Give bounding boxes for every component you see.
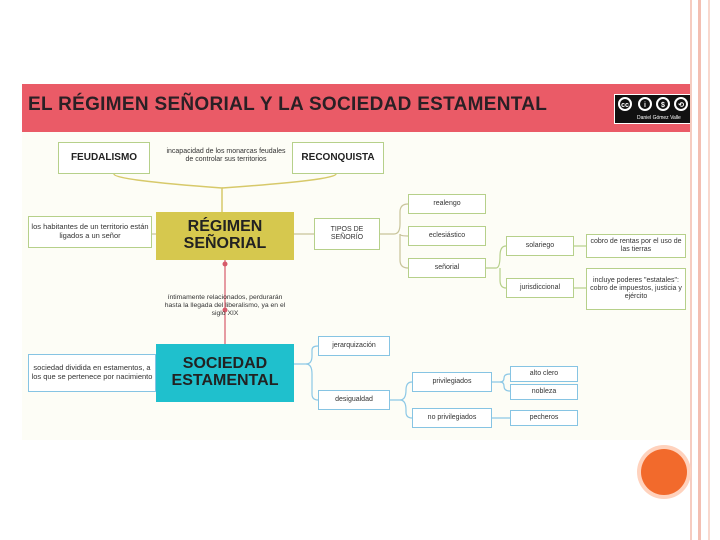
sharealike-icon: ⟲	[674, 97, 688, 111]
decor-edge-line	[698, 0, 701, 540]
attribution-icon: i	[638, 97, 652, 111]
privilegiados-box: privilegiados	[412, 372, 492, 392]
eclesiastico-box: eclesiástico	[408, 226, 486, 246]
tipos-senorio-box: TIPOS DE SEÑORÍO	[314, 218, 380, 250]
slide-title: EL RÉGIMEN SEÑORIAL Y LA SOCIEDAD ESTAME…	[28, 94, 548, 115]
pecheros-box: pecheros	[510, 410, 578, 426]
license-author: Daniel Gómez Valle	[637, 115, 681, 121]
relationship-note: íntimamente relacionados, perdurarán has…	[164, 294, 286, 318]
realengo-box: realengo	[408, 194, 486, 214]
connector	[221, 173, 337, 189]
concept-map-slide: EL RÉGIMEN SEÑORIAL Y LA SOCIEDAD ESTAME…	[22, 84, 690, 440]
feudalismo-box: FEUDALISMO	[58, 142, 150, 174]
jerarquizacion-box: jerarquización	[318, 336, 390, 356]
regimen-definition-note: los habitantes de un territorio están li…	[28, 216, 152, 248]
connector	[486, 245, 507, 269]
sociedad-hub-line1: SOCIEDAD	[182, 355, 268, 373]
connector	[380, 203, 409, 235]
desigualdad-box: desigualdad	[318, 390, 390, 410]
connector	[499, 381, 511, 392]
connector	[113, 173, 223, 212]
sociedad-hub-line2: ESTAMENTAL	[171, 372, 279, 389]
connector	[390, 381, 413, 401]
regimen-senorial-hub: RÉGIMEN SEÑORIAL	[156, 212, 294, 260]
connector	[294, 345, 319, 365]
reconquista-box: RECONQUISTA	[292, 142, 384, 174]
solariego-box: solariego	[506, 236, 574, 256]
solariego-description: cobro de rentas por el uso de las tierra…	[586, 234, 686, 258]
decor-edge-line	[690, 0, 692, 540]
regimen-hub-line1: RÉGIMEN	[187, 218, 263, 236]
regimen-hub-line2: SEÑORIAL	[183, 235, 267, 252]
connector	[305, 363, 319, 401]
jurisdiccional-description: incluye poderes "estatales": cobro de im…	[586, 268, 686, 310]
no-privilegiados-box: no privilegiados	[412, 408, 492, 428]
reconquista-label: RECONQUISTA	[301, 152, 375, 164]
senorial-box: señorial	[408, 258, 486, 278]
connector	[499, 268, 507, 289]
connector-lines	[113, 173, 586, 419]
alto-clero-box: alto clero	[510, 366, 578, 382]
decor-edge-line	[708, 0, 710, 540]
jurisdiccional-box: jurisdiccional	[506, 278, 574, 298]
connector	[399, 399, 413, 419]
sociedad-definition-note: sociedad dividida en estamentos, a los q…	[28, 354, 156, 392]
feudal-incapacity-note: incapacidad de los monarcas feudales de …	[166, 148, 286, 164]
connector	[399, 234, 409, 269]
title-banner: EL RÉGIMEN SEÑORIAL Y LA SOCIEDAD ESTAME…	[22, 84, 690, 132]
noncommercial-icon: $	[656, 97, 670, 111]
cc-license-badge: cc i $ ⟲ Daniel Gómez Valle	[614, 94, 690, 124]
connector-dot	[222, 261, 228, 267]
decor-orange-circle	[641, 449, 687, 495]
cc-icon: cc	[618, 97, 632, 111]
connector-dot	[222, 307, 228, 313]
connector	[492, 373, 511, 383]
feudalismo-label: FEUDALISMO	[70, 152, 138, 164]
sociedad-estamental-hub: SOCIEDAD ESTAMENTAL	[156, 344, 294, 402]
connector	[399, 233, 409, 237]
nobleza-box: nobleza	[510, 384, 578, 400]
